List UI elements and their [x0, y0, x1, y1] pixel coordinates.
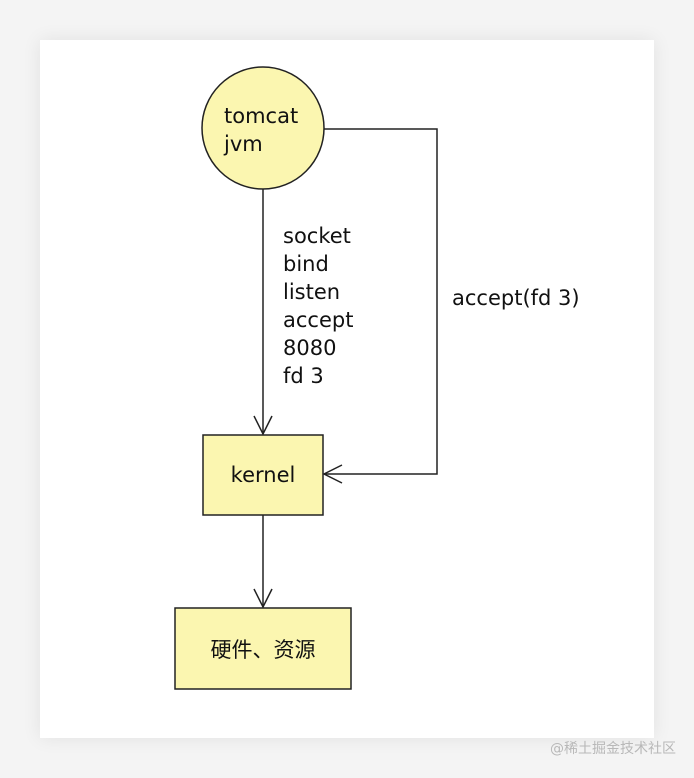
jvm-node-line: tomcat: [224, 104, 299, 128]
arrowhead-jvm-to-kernel: [253, 415, 273, 436]
syscall-line: bind: [283, 252, 329, 276]
jvm-node-line: jvm: [224, 132, 263, 156]
accept-edge-label: accept(fd 3): [452, 286, 580, 310]
syscall-line: accept: [283, 308, 354, 332]
edge-kernel-accept-loop: [324, 128, 438, 475]
arrowhead-accept-loop: [322, 464, 343, 484]
watermark: @稀土掘金技术社区: [550, 741, 676, 757]
jvm-node-label: tomcat jvm: [224, 102, 298, 158]
syscall-line: socket: [283, 224, 351, 248]
syscall-line: fd 3: [283, 364, 324, 388]
syscall-line: 8080: [283, 336, 337, 360]
hardware-node-label: 硬件、资源: [210, 637, 316, 662]
kernel-node-label: kernel: [230, 463, 296, 487]
syscall-list-label: socket bind listen accept 8080 fd 3: [283, 222, 353, 390]
hardware-node-shape: [174, 607, 352, 690]
syscall-line: listen: [283, 280, 341, 304]
arrowhead-kernel-to-hardware: [253, 588, 273, 609]
